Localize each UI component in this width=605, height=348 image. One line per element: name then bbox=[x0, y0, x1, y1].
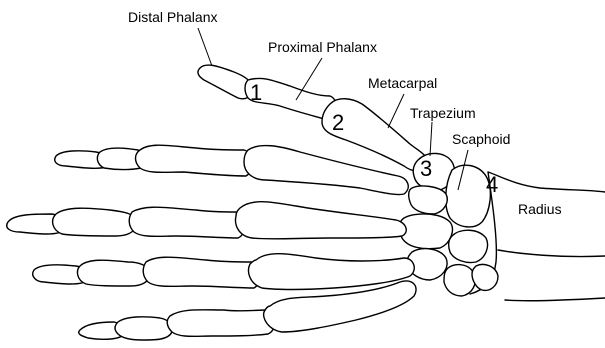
joint-number-3: 3 bbox=[420, 156, 432, 181]
little-proximal-phalanx bbox=[167, 310, 274, 337]
middle-metacarpal bbox=[236, 202, 407, 239]
distal-phalanx-leader bbox=[198, 28, 212, 66]
ring-middle-phalanx bbox=[78, 260, 150, 286]
joint-number-4: 4 bbox=[486, 172, 498, 197]
thumb-distal-phalanx bbox=[198, 65, 252, 99]
joint-number-1: 1 bbox=[250, 80, 262, 105]
radius-label: Radius bbox=[518, 201, 562, 217]
capitate-bone bbox=[399, 214, 452, 249]
triquetrum-bone bbox=[444, 265, 475, 296]
scaphoid-bone bbox=[446, 165, 491, 227]
metacarpal-leader bbox=[388, 94, 404, 128]
trapezoid-bone bbox=[409, 186, 448, 214]
ulna-bone bbox=[498, 250, 605, 257]
distal-phalanx-label: Distal Phalanx bbox=[128, 9, 218, 25]
ring-metacarpal bbox=[249, 254, 415, 290]
index-proximal-phalanx bbox=[136, 145, 253, 176]
joint-number-2: 2 bbox=[332, 110, 344, 135]
trapezium-leader bbox=[430, 122, 432, 156]
middle-middle-phalanx bbox=[53, 208, 137, 236]
middle-proximal-phalanx bbox=[129, 207, 244, 238]
ring-proximal-phalanx bbox=[143, 257, 260, 288]
metacarpal-label: Metacarpal bbox=[368, 75, 437, 91]
scaphoid-label: Scaphoid bbox=[452, 131, 510, 147]
proximal-phalanx-label: Proximal Phalanx bbox=[268, 39, 377, 55]
trapezium-label: Trapezium bbox=[410, 105, 476, 121]
lunate-bone bbox=[449, 230, 488, 262]
little-middle-phalanx bbox=[115, 317, 173, 340]
